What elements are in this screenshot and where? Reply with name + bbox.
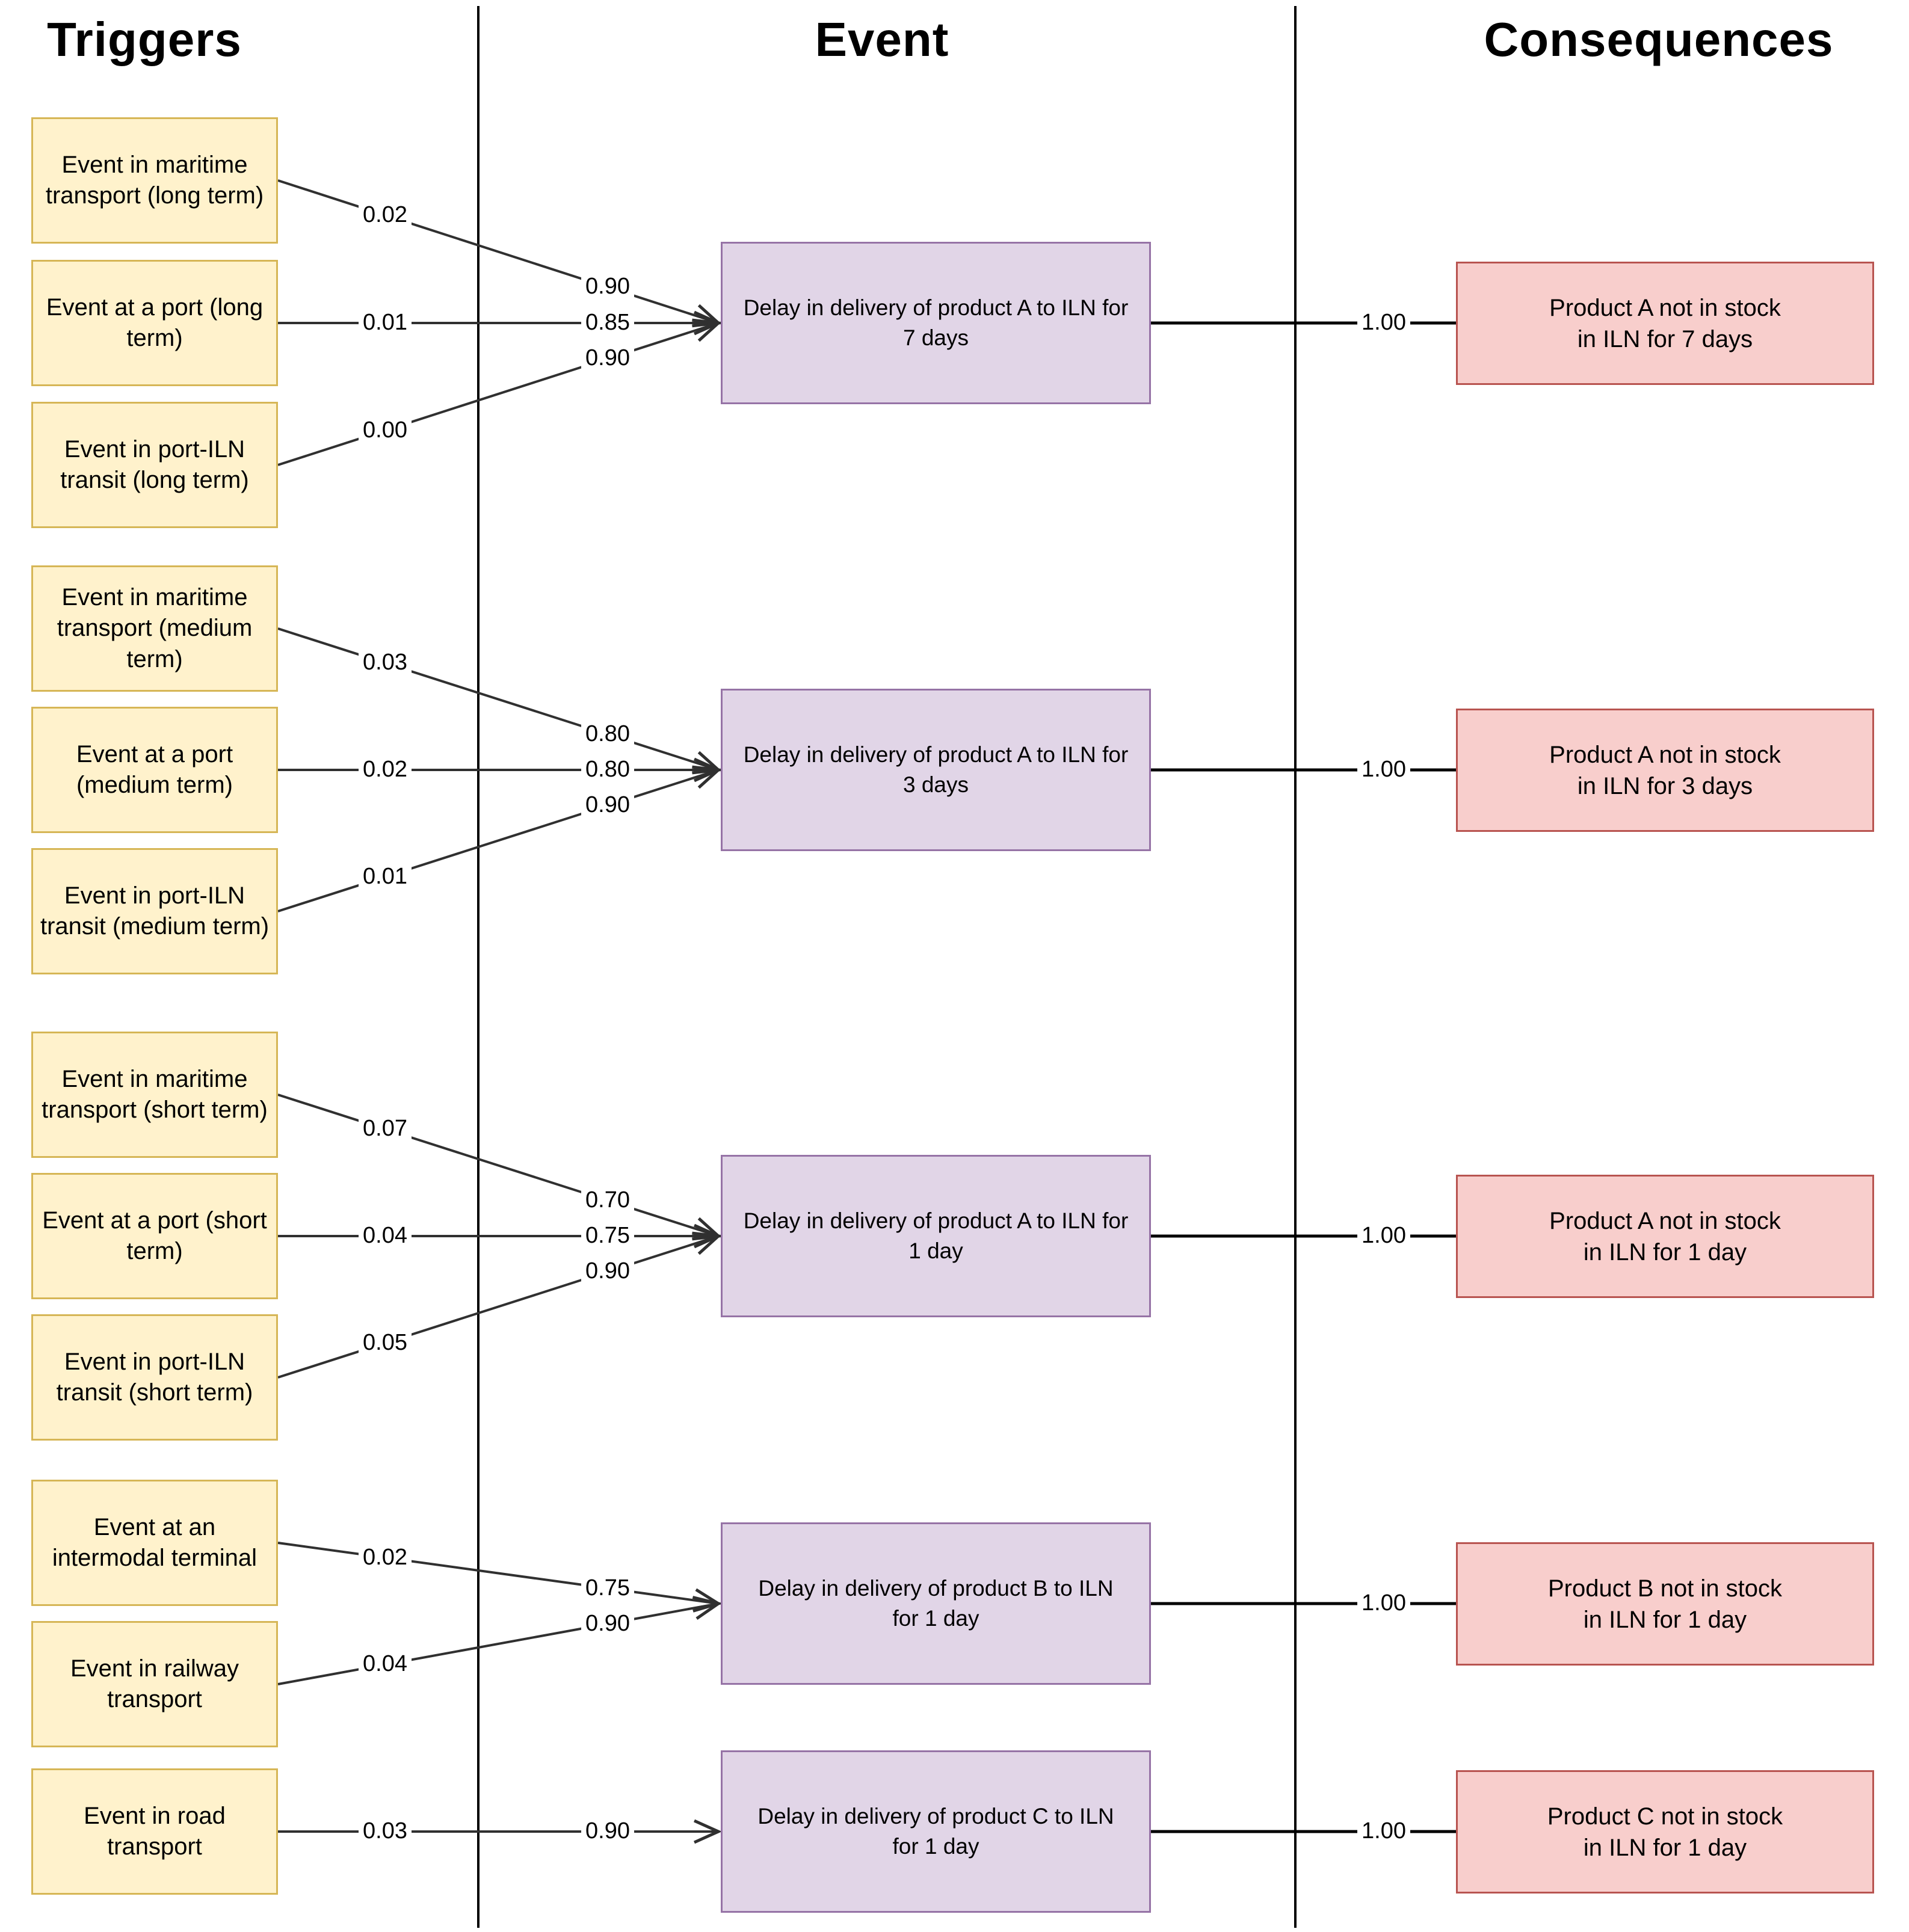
event-box-product-b-1-day: Delay in delivery of product B to ILN fo… bbox=[721, 1522, 1151, 1685]
prior-prob-label-maritime-medium: 0.03 bbox=[359, 650, 412, 675]
edge-trigger-transit-long bbox=[277, 318, 722, 466]
prior-prob-label-maritime-long: 0.02 bbox=[359, 203, 412, 228]
edge-trigger-railway bbox=[277, 1596, 722, 1685]
conditional-prob-label-maritime-medium: 0.80 bbox=[581, 722, 634, 747]
consequence-box-product-a-1-day: Product A not in stock in ILN for 1 day bbox=[1456, 1175, 1874, 1298]
column-header-triggers: Triggers bbox=[47, 13, 242, 66]
consequence-box-product-a-7-days: Product A not in stock in ILN for 7 days bbox=[1456, 262, 1874, 385]
prior-prob-label-railway: 0.04 bbox=[359, 1652, 412, 1677]
event-box-product-a-3-days: Delay in delivery of product A to ILN fo… bbox=[721, 689, 1151, 851]
conditional-prob-label-road: 0.90 bbox=[581, 1819, 634, 1844]
consequence-prob-label-4: 1.00 bbox=[1357, 1591, 1410, 1616]
prior-prob-label-port-long: 0.01 bbox=[359, 310, 412, 336]
trigger-box-intermodal-terminal: Event at an intermodal terminal bbox=[31, 1480, 278, 1606]
edge-trigger-intermodal bbox=[277, 1542, 723, 1613]
trigger-box-port-iln-transit-medium-term: Event in port-ILN transit (medium term) bbox=[31, 848, 278, 974]
trigger-box-maritime-medium-term: Event in maritime transport (medium term… bbox=[31, 565, 278, 692]
event-box-product-c-1-day: Delay in delivery of product C to ILN fo… bbox=[721, 1750, 1151, 1913]
consequence-prob-label-3: 1.00 bbox=[1357, 1223, 1410, 1249]
trigger-box-maritime-long-term: Event in maritime transport (long term) bbox=[31, 117, 278, 244]
prior-prob-label-transit-long: 0.00 bbox=[359, 418, 412, 443]
edge-trigger-transit-short bbox=[277, 1231, 722, 1379]
consequence-box-product-c-1-day: Product C not in stock in ILN for 1 day bbox=[1456, 1770, 1874, 1894]
edge-trigger-maritime-long bbox=[277, 179, 722, 328]
conditional-prob-label-port-short: 0.75 bbox=[581, 1223, 634, 1249]
consequence-box-product-a-3-days: Product A not in stock in ILN for 3 days bbox=[1456, 709, 1874, 832]
prior-prob-label-port-medium: 0.02 bbox=[359, 757, 412, 783]
consequence-prob-label-5: 1.00 bbox=[1357, 1819, 1410, 1844]
conditional-prob-label-port-medium: 0.80 bbox=[581, 757, 634, 783]
prior-prob-label-transit-medium: 0.01 bbox=[359, 864, 412, 890]
column-header-consequences: Consequences bbox=[1484, 13, 1834, 66]
conditional-prob-label-transit-short: 0.90 bbox=[581, 1259, 634, 1284]
event-box-product-a-1-day: Delay in delivery of product A to ILN fo… bbox=[721, 1155, 1151, 1317]
event-box-product-a-7-days: Delay in delivery of product A to ILN fo… bbox=[721, 242, 1151, 404]
conditional-prob-label-transit-long: 0.90 bbox=[581, 346, 634, 371]
conditional-prob-label-maritime-long: 0.90 bbox=[581, 274, 634, 300]
conditional-prob-label-railway: 0.90 bbox=[581, 1611, 634, 1637]
trigger-box-maritime-short-term: Event in maritime transport (short term) bbox=[31, 1032, 278, 1158]
edge-trigger-maritime-short bbox=[277, 1094, 722, 1241]
trigger-box-road-transport: Event in road transport bbox=[31, 1768, 278, 1895]
conditional-prob-label-transit-medium: 0.90 bbox=[581, 793, 634, 818]
conditional-prob-label-maritime-short: 0.70 bbox=[581, 1188, 634, 1213]
prior-prob-label-maritime-short: 0.07 bbox=[359, 1116, 412, 1142]
trigger-box-port-medium-term: Event at a port (medium term) bbox=[31, 707, 278, 833]
conditional-prob-label-intermodal: 0.75 bbox=[581, 1576, 634, 1601]
trigger-box-port-long-term: Event at a port (long term) bbox=[31, 260, 278, 386]
trigger-box-port-short-term: Event at a port (short term) bbox=[31, 1173, 278, 1299]
consequence-prob-label-1: 1.00 bbox=[1357, 310, 1410, 336]
prior-prob-label-intermodal: 0.02 bbox=[359, 1545, 412, 1571]
trigger-box-port-iln-transit-long-term: Event in port-ILN transit (long term) bbox=[31, 402, 278, 528]
trigger-box-port-iln-transit-short-term: Event in port-ILN transit (short term) bbox=[31, 1314, 278, 1441]
prior-prob-label-road: 0.03 bbox=[359, 1819, 412, 1844]
trigger-box-railway-transport: Event in railway transport bbox=[31, 1621, 278, 1747]
prior-prob-label-port-short: 0.04 bbox=[359, 1223, 412, 1249]
edge-trigger-maritime-medium bbox=[277, 627, 722, 775]
consequence-box-product-b-1-day: Product B not in stock in ILN for 1 day bbox=[1456, 1542, 1874, 1666]
prior-prob-label-transit-short: 0.05 bbox=[359, 1331, 412, 1356]
consequence-prob-label-2: 1.00 bbox=[1357, 757, 1410, 783]
conditional-prob-label-port-long: 0.85 bbox=[581, 310, 634, 336]
column-header-event: Event bbox=[815, 13, 949, 66]
edge-trigger-transit-medium bbox=[277, 765, 722, 912]
